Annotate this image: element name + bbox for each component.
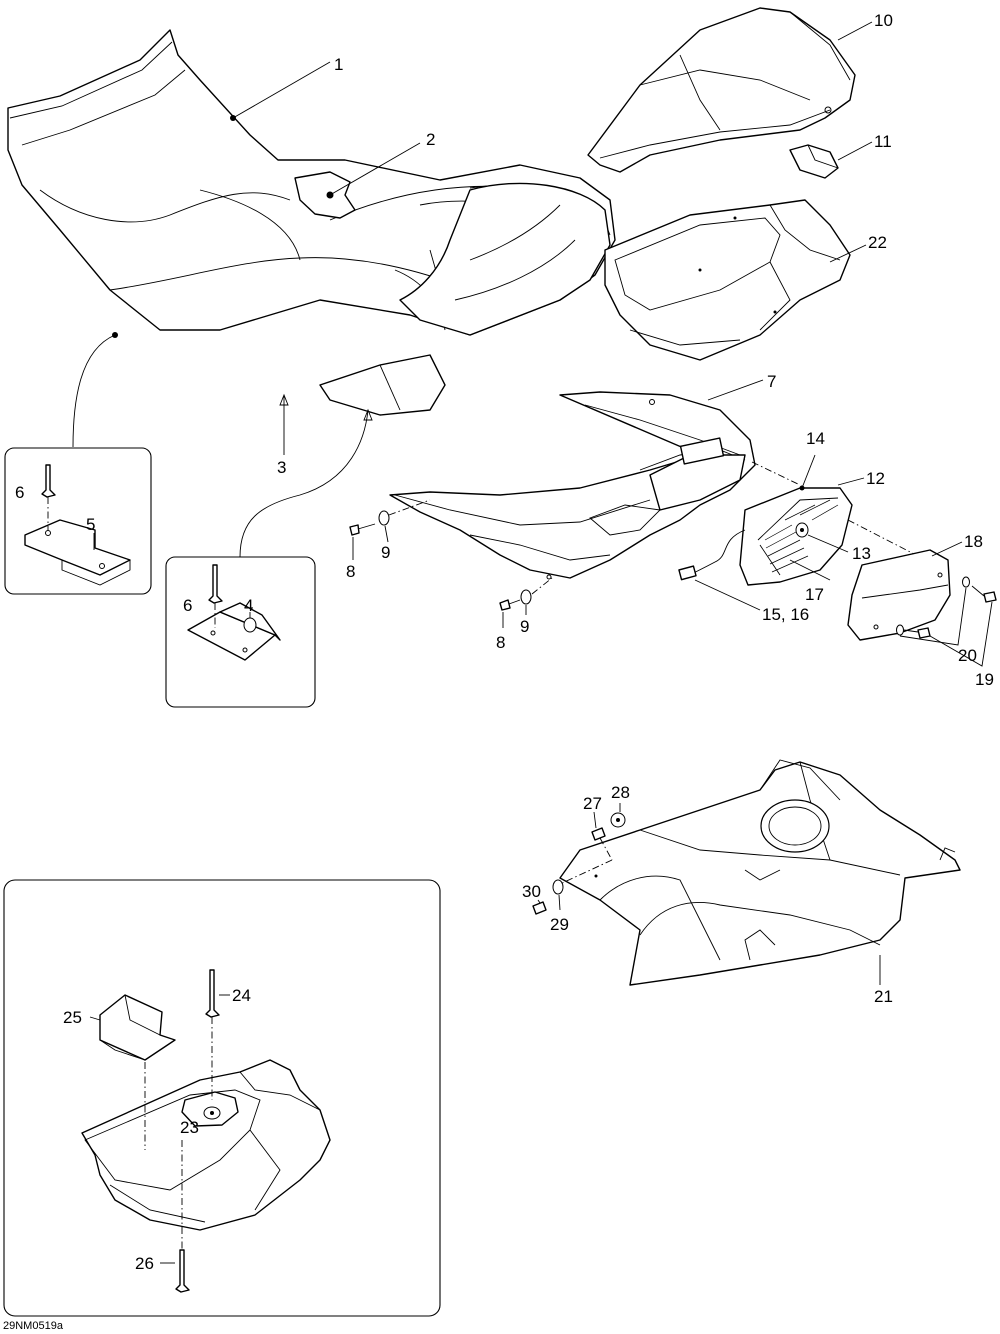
reference-code: 29NM0519a [3, 1320, 64, 1332]
label-3: 3 [277, 458, 286, 477]
inset-box-bracket-4 [165, 556, 316, 708]
label-26: 26 [135, 1254, 154, 1273]
taillight-lens-18 [847, 549, 951, 641]
label-6-bottom: 6 [183, 596, 192, 615]
label-8-upper: 8 [346, 562, 355, 581]
seat-assembly [7, 29, 616, 416]
label-30: 30 [522, 882, 541, 901]
label-1: 1 [334, 55, 343, 74]
label-7: 7 [767, 372, 776, 391]
label-18: 18 [964, 532, 983, 551]
label-20: 20 [958, 646, 977, 665]
lens-fasteners [896, 576, 997, 667]
inset-box-bracket-5 [4, 447, 152, 595]
label-9-upper: 9 [381, 543, 390, 562]
label-10: 10 [874, 11, 893, 30]
label-21: 21 [874, 987, 893, 1006]
screw-washer-upper [349, 499, 431, 560]
label-5: 5 [86, 515, 95, 534]
label-23: 23 [180, 1118, 199, 1137]
label-17: 17 [805, 585, 824, 604]
label-15-16: 15, 16 [762, 605, 809, 624]
storage-tray-22 [604, 199, 851, 361]
label-29: 29 [550, 915, 569, 934]
label-22: 22 [868, 233, 887, 252]
screw-washer-lower [499, 577, 553, 628]
clip-11 [789, 106, 839, 179]
label-8-lower: 8 [496, 633, 505, 652]
label-13: 13 [852, 544, 871, 563]
label-12: 12 [866, 469, 885, 488]
label-9-lower: 9 [520, 617, 529, 636]
console-fasteners [532, 803, 626, 915]
storage-cover-10 [587, 7, 856, 173]
label-24: 24 [232, 986, 251, 1005]
console-panel-21 [559, 759, 961, 986]
label-27: 27 [583, 794, 602, 813]
inset-box-tray-detail [3, 879, 441, 1317]
label-28: 28 [611, 783, 630, 802]
rear-fender-7 [389, 391, 756, 580]
label-2: 2 [426, 130, 435, 149]
label-14: 14 [806, 429, 825, 448]
label-19: 19 [975, 670, 994, 689]
label-4: 4 [244, 596, 253, 615]
label-11: 11 [874, 132, 892, 151]
taillight-assembly [678, 485, 853, 586]
label-25: 25 [63, 1008, 82, 1027]
label-6-top: 6 [15, 483, 24, 502]
